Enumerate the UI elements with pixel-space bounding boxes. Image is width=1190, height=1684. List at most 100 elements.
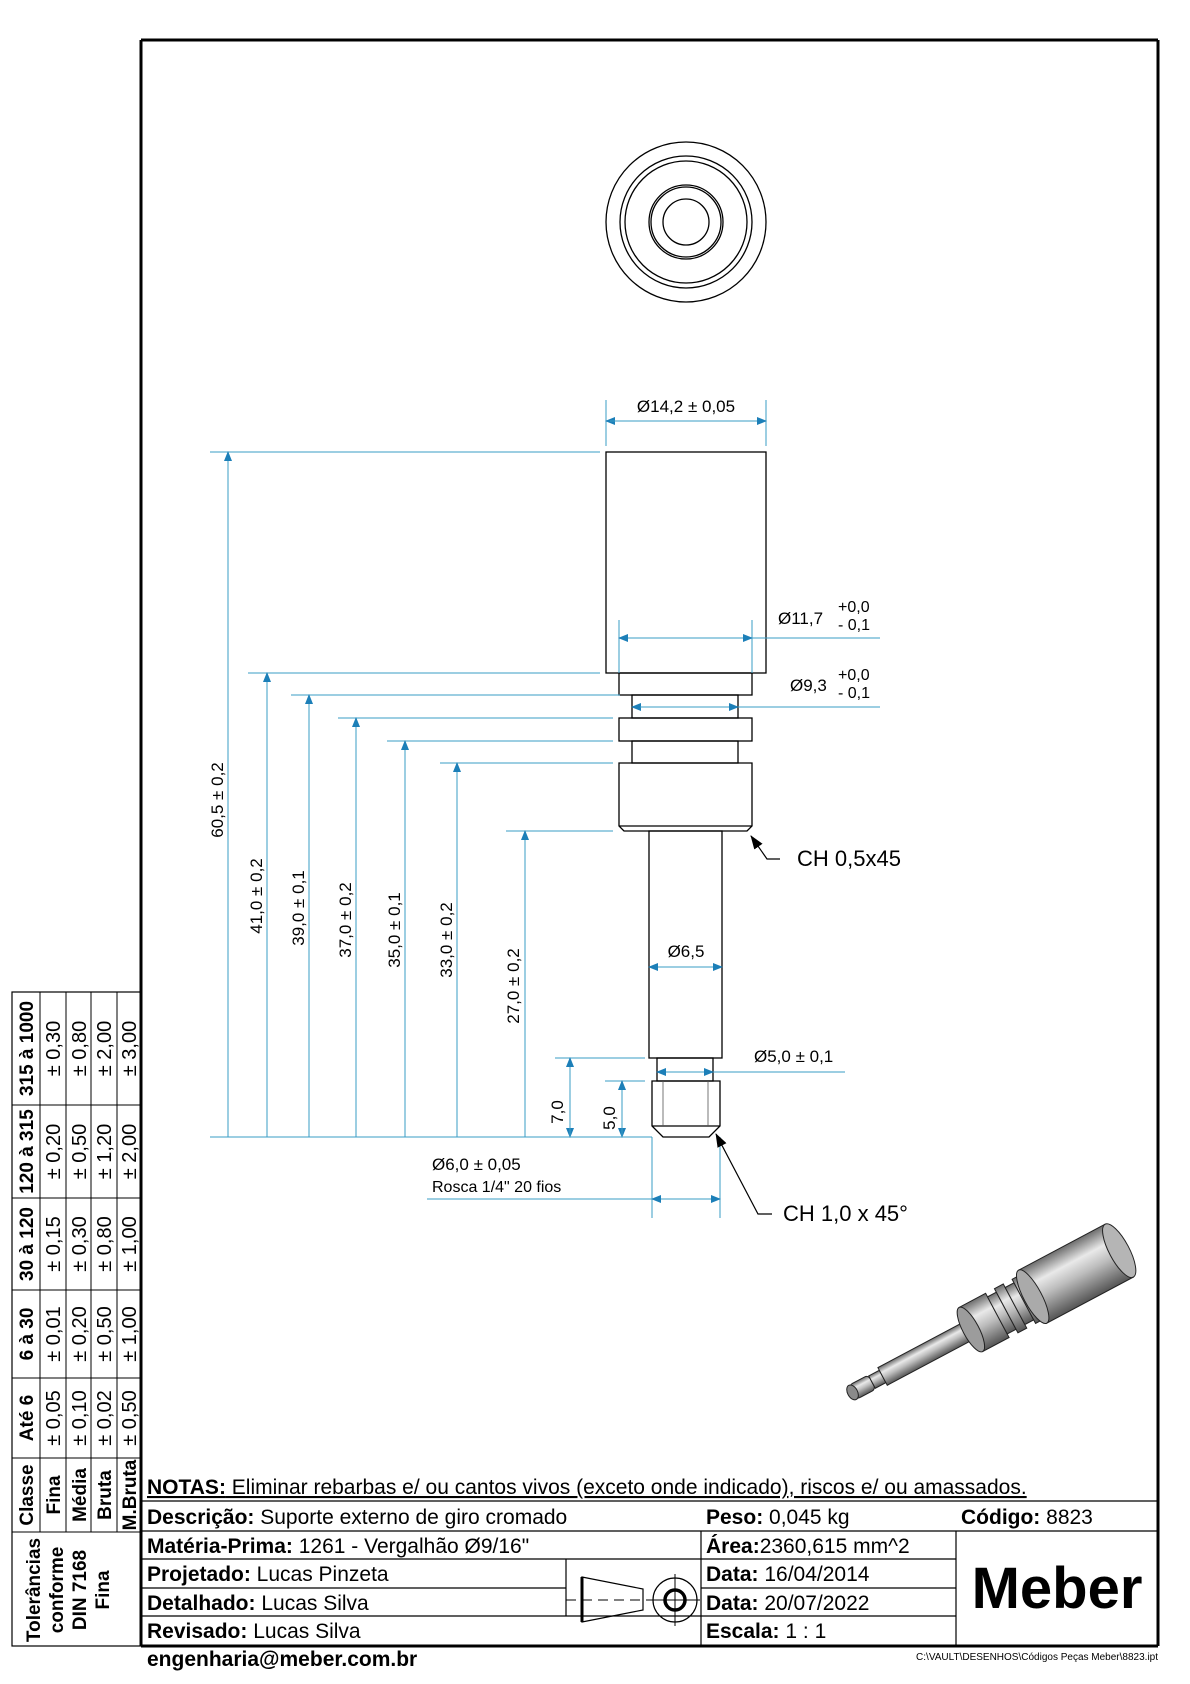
notes-label: NOTAS:: [147, 1476, 226, 1499]
tolerance-value-cell: ± 0,80: [94, 1216, 116, 1271]
tolerance-side-label-2: conforme: [47, 1547, 68, 1634]
tolerance-value-cell: ± 0,01: [43, 1306, 65, 1361]
tolerance-value-cell: ± 0,30: [69, 1216, 91, 1271]
tolerance-value-cell: ± 0,50: [119, 1390, 141, 1445]
tolerance-header-range: Até 6: [17, 1395, 38, 1441]
height-35-label: 35,0 ± 0,1: [385, 892, 404, 968]
tolerance-value-cell: ± 0,50: [94, 1306, 116, 1361]
notes-line: NOTAS: Eliminar rebarbas e/ ou cantos vi…: [147, 1476, 1027, 1499]
chamfer-bottom-label: CH 1,0 x 45°: [783, 1201, 908, 1226]
detailed-label: Detalhado:: [147, 1592, 256, 1615]
tolerance-value-cell: ± 0,10: [69, 1390, 91, 1445]
height-39-label: 39,0 ± 0,1: [289, 870, 308, 946]
material-label: Matéria-Prima:: [147, 1535, 293, 1558]
tolerance-header-range: 315 à 1000: [17, 1001, 38, 1096]
reviewed-value: Lucas Silva: [247, 1620, 361, 1643]
height-41-label: 41,0 ± 0,2: [247, 858, 266, 934]
description-label: Descrição:: [147, 1506, 254, 1529]
tolerance-header-range: 6 à 30: [17, 1308, 38, 1361]
reviewed-label: Revisado:: [147, 1620, 247, 1643]
height-5-label: 5,0: [600, 1106, 619, 1130]
d9-plus: +0,0: [838, 667, 870, 684]
tolerance-class-name: Bruta: [95, 1470, 116, 1520]
tolerance-side-label-4: Fina: [93, 1570, 114, 1609]
date-revised-line: Data: 20/07/2022: [706, 1592, 869, 1615]
scale-label: Escala:: [706, 1620, 780, 1643]
tolerance-value-cell: ± 2,00: [94, 1021, 116, 1076]
file-path: C:\VAULT\DESENHOS\Códigos Peças Meber\88…: [916, 1652, 1158, 1663]
tolerance-value-cell: ± 0,50: [69, 1124, 91, 1179]
description-value: Suporte externo de giro cromado: [254, 1506, 567, 1529]
d9-label: Ø9,3: [790, 676, 827, 695]
top-view: [605, 141, 767, 303]
neck-diameter-label: Ø5,0 ± 0,1: [754, 1047, 833, 1066]
date-created-label: Data:: [706, 1563, 759, 1586]
tolerance-value-cell: ± 1,20: [94, 1124, 116, 1179]
tolerance-value-cell: ± 0,20: [69, 1306, 91, 1361]
top-diameter-label: Ø14,2 ± 0,05: [637, 397, 735, 416]
height-33-label: 33,0 ± 0,2: [437, 902, 456, 978]
tolerance-side-label-1: Tolerâncias: [24, 1538, 45, 1642]
d11-minus: - 0,1: [838, 617, 870, 634]
email: engenharia@meber.com.br: [147, 1648, 417, 1671]
detailed-value: Lucas Silva: [256, 1592, 370, 1615]
date-revised-value: 20/07/2022: [759, 1592, 870, 1615]
tolerance-value-cell: ± 0,80: [69, 1021, 91, 1076]
tolerance-value-cell: ± 1,00: [119, 1216, 141, 1271]
designed-line: Projetado: Lucas Pinzeta: [147, 1563, 389, 1586]
weight-label: Peso:: [706, 1506, 763, 1529]
company-logo: Meber: [972, 1556, 1143, 1621]
d11-label: Ø11,7: [778, 609, 823, 628]
designed-label: Projetado:: [147, 1563, 251, 1586]
description-line: Descrição: Suporte externo de giro croma…: [147, 1506, 567, 1529]
scale-value: 1 : 1: [780, 1620, 827, 1643]
tolerance-value-cell: ± 2,00: [119, 1124, 141, 1179]
designed-value: Lucas Pinzeta: [251, 1563, 389, 1586]
area-label: Área:: [706, 1535, 760, 1558]
area-value: 2360,615 mm^2: [760, 1535, 910, 1558]
notes-text: Eliminar rebarbas e/ ou cantos vivos (ex…: [226, 1476, 1027, 1499]
front-view-part: [605, 451, 767, 1138]
tolerance-value-cell: ± 0,05: [43, 1390, 65, 1445]
chamfer-leaders: CH 0,5x45 CH 1,0 x 45°: [715, 835, 908, 1226]
weight-value: 0,045 kg: [763, 1506, 849, 1529]
tolerance-header-range: 120 à 315: [17, 1109, 38, 1194]
vertical-dimensions: 60,5 ± 0,2 41,0 ± 0,2 39,0 ± 0,1 37,0 ± …: [208, 451, 652, 1138]
code-line: Código: 8823: [961, 1506, 1093, 1529]
shaft-diameter-label: Ø6,5: [668, 942, 705, 961]
weight-line: Peso: 0,045 kg: [706, 1506, 850, 1529]
tolerance-value-cell: ± 3,00: [119, 1021, 141, 1076]
tolerance-value-cell: ± 0,02: [94, 1390, 116, 1445]
tolerance-class-name: Fina: [44, 1475, 65, 1514]
height-27-label: 27,0 ± 0,2: [504, 948, 523, 1024]
tolerance-value-cell: ± 1,00: [119, 1306, 141, 1361]
height-60-5-label: 60,5 ± 0,2: [208, 762, 227, 838]
tolerance-class-name: Média: [70, 1468, 91, 1522]
tolerance-side-label-3: DIN 7168: [70, 1550, 91, 1630]
date-revised-label: Data:: [706, 1592, 759, 1615]
thread-diameter-label: Ø6,0 ± 0,05: [432, 1155, 521, 1174]
height-37-label: 37,0 ± 0,2: [336, 882, 355, 958]
title-block: NOTAS: Eliminar rebarbas e/ ou cantos vi…: [141, 1476, 1158, 1671]
tolerance-value-cell: ± 0,15: [43, 1216, 65, 1271]
isometric-view: [846, 1223, 1137, 1401]
first-angle-projection-icon: [566, 1574, 700, 1626]
code-label: Código:: [961, 1506, 1040, 1529]
reviewed-line: Revisado: Lucas Silva: [147, 1620, 361, 1643]
height-7-label: 7,0: [548, 1100, 567, 1124]
code-value: 8823: [1040, 1506, 1093, 1529]
tolerance-header-classe: Classe: [17, 1464, 38, 1525]
d9-minus: - 0,1: [838, 685, 870, 702]
chamfer-top-label: CH 0,5x45: [797, 846, 901, 871]
date-created-value: 16/04/2014: [759, 1563, 870, 1586]
horizontal-dimensions: Ø14,2 ± 0,05 Ø11,7 +0,0 - 0,1 Ø9,3 +0,0 …: [427, 397, 880, 1218]
tolerance-class-name: M.Bruta: [120, 1459, 141, 1530]
date-created-line: Data: 16/04/2014: [706, 1563, 870, 1586]
detailed-line: Detalhado: Lucas Silva: [147, 1592, 369, 1615]
material-value: 1261 - Vergalhão Ø9/16": [293, 1535, 529, 1558]
area-line: Área:2360,615 mm^2: [706, 1535, 910, 1558]
scale-line: Escala: 1 : 1: [706, 1620, 826, 1643]
thread-spec-label: Rosca 1/4" 20 fios: [432, 1179, 561, 1196]
